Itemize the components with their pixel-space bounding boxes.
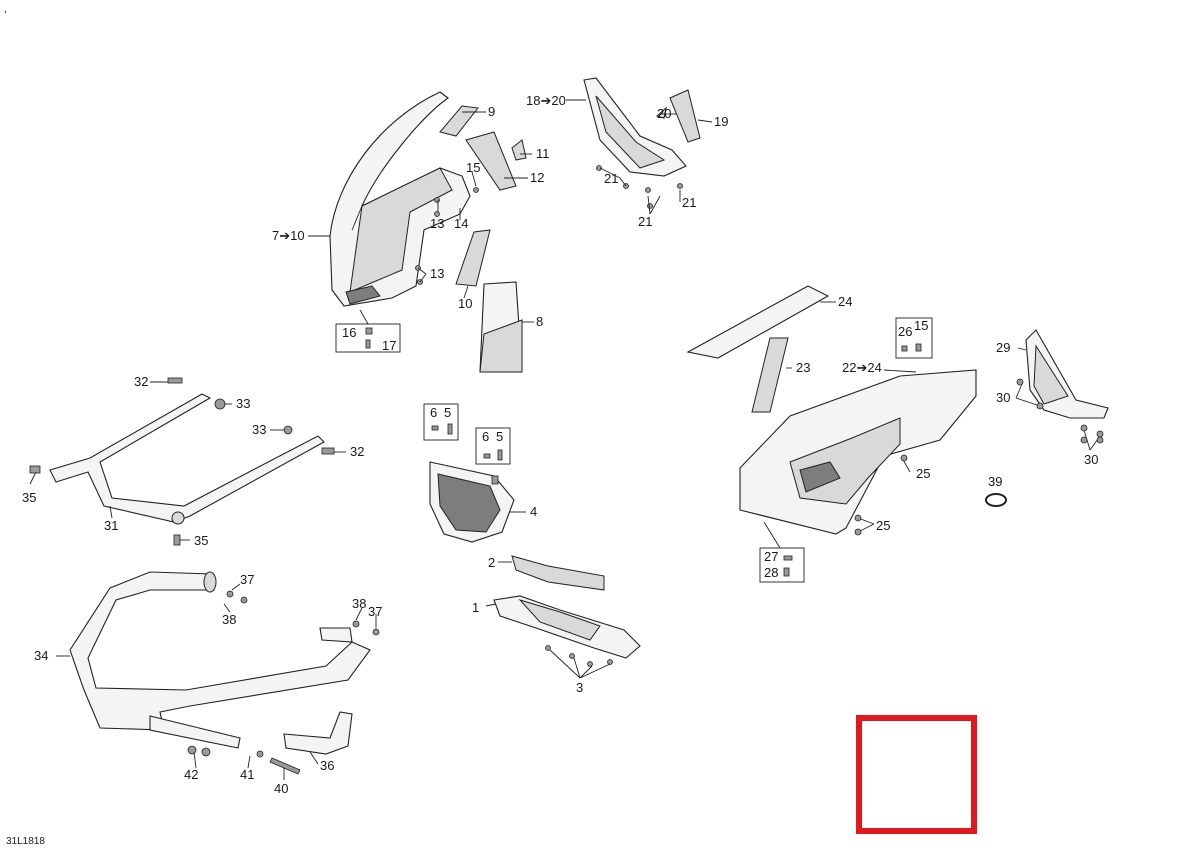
callout-labels: 9 11 12 15 13 14 7➔10 13 10 8 16 17 18➔2… [22, 93, 1098, 796]
callout-27: 27 [764, 549, 778, 564]
drawing-reference-code: 31L1818 [6, 836, 45, 847]
callout-34: 34 [34, 648, 48, 663]
part-2-cover [511, 555, 605, 591]
callout-33b: 33 [252, 422, 266, 437]
callout-35a: 35 [22, 490, 36, 505]
bracket-18-20 [583, 77, 687, 177]
callout-25a: 25 [916, 466, 930, 481]
callout-28: 28 [764, 565, 778, 580]
callout-23: 23 [796, 360, 810, 375]
callout-2: 2 [488, 555, 495, 570]
callout-22-24: 22➔24 [842, 360, 882, 375]
group-box-6-5b [475, 427, 511, 465]
callout-35b: 35 [194, 533, 208, 548]
callout-25b: 25 [876, 518, 890, 533]
callout-21c: 21 [682, 195, 696, 210]
callout-30b: 30 [1084, 452, 1098, 467]
right-side-panel [739, 369, 977, 535]
callout-18-20: 18➔20 [526, 93, 566, 108]
callout-17: 17 [382, 338, 396, 353]
callout-31: 31 [104, 518, 118, 533]
callout-21a: 21 [604, 171, 618, 186]
callout-10: 10 [458, 296, 472, 311]
callout-16: 16 [342, 325, 356, 340]
callout-32b: 32 [350, 444, 364, 459]
callout-11: 11 [536, 146, 550, 161]
part-29-bracket [1025, 329, 1109, 419]
rear-bumper-tube [69, 571, 371, 749]
part-20-disc [655, 106, 667, 119]
callout-39: 39 [988, 474, 1002, 489]
callout-5b: 5 [496, 429, 503, 444]
callout-4: 4 [530, 504, 537, 519]
callout-15b: 15 [914, 318, 928, 333]
callout-30a: 30 [996, 390, 1010, 405]
part-23-strip [751, 337, 789, 413]
part-36-bracket [283, 711, 353, 755]
callout-38a: 38 [222, 612, 236, 627]
group-box-26-15 [895, 317, 933, 359]
side-panel-assembly [329, 91, 471, 307]
callout-20: 20 [657, 106, 671, 121]
callout-36: 36 [320, 758, 334, 773]
corner-mark: , [4, 4, 7, 15]
callout-40: 40 [274, 781, 288, 796]
callout-6a: 6 [430, 405, 437, 420]
callout-3: 3 [576, 680, 583, 695]
callout-12: 12 [530, 170, 544, 185]
callout-41: 41 [240, 767, 254, 782]
callout-8: 8 [536, 314, 543, 329]
callout-33a: 33 [236, 396, 250, 411]
callout-9: 9 [488, 104, 495, 119]
red-highlight-box [856, 715, 977, 834]
group-box-27-28 [759, 547, 805, 583]
front-bumper-bar [49, 393, 325, 525]
callout-5a: 5 [444, 405, 451, 420]
callout-42: 42 [184, 767, 198, 782]
part-4-grille [429, 461, 515, 543]
callout-1: 1 [472, 600, 479, 615]
callout-24: 24 [838, 294, 852, 309]
callout-38b: 38 [352, 596, 366, 611]
callout-6b: 6 [482, 429, 489, 444]
bolts [29, 327, 1104, 775]
callout-21b: 21 [638, 214, 652, 229]
part-9-strip [439, 105, 479, 137]
callout-13a: 13 [430, 216, 444, 231]
callout-19: 19 [714, 114, 728, 129]
part-39-ring [985, 493, 1007, 507]
callout-7-10: 7➔10 [272, 228, 305, 243]
part-24-strip [686, 285, 830, 359]
callout-37a: 37 [240, 572, 254, 587]
callout-15a: 15 [466, 160, 480, 175]
group-box-6-5a [423, 403, 459, 441]
part-19-strip [669, 89, 701, 143]
callout-14: 14 [454, 216, 468, 231]
callout-32a: 32 [134, 374, 148, 389]
callout-13b: 13 [430, 266, 444, 281]
part-10-panel [455, 229, 491, 287]
part-11-clip [511, 139, 527, 161]
callout-26: 26 [898, 324, 912, 339]
part-12-strip [465, 131, 517, 191]
callout-37b: 37 [368, 604, 382, 619]
part-1-skid [493, 595, 641, 659]
callout-29: 29 [996, 340, 1010, 355]
